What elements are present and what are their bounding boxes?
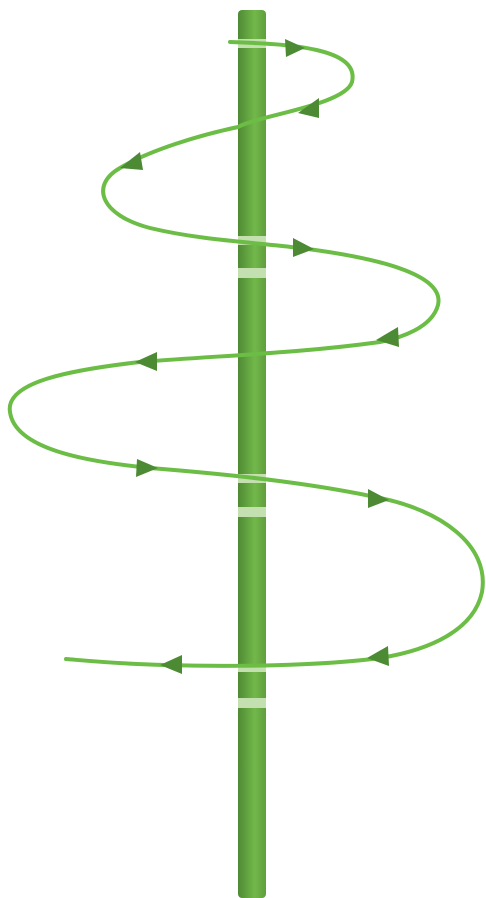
arrowhead-icon — [136, 459, 158, 477]
arrowhead-icon — [120, 152, 143, 170]
arrowhead-icon — [367, 646, 389, 666]
arrowhead-icon — [368, 489, 389, 508]
arrowhead-icon — [285, 39, 305, 57]
bamboo-stem-icon — [238, 10, 266, 898]
arrowhead-icon — [160, 655, 182, 674]
arrowhead-icon — [135, 352, 157, 371]
stem-band — [238, 507, 266, 517]
stem-band — [238, 268, 266, 278]
stem-segment-middle — [238, 282, 266, 692]
stem-band — [238, 698, 266, 708]
arrowhead-icon — [293, 238, 314, 257]
